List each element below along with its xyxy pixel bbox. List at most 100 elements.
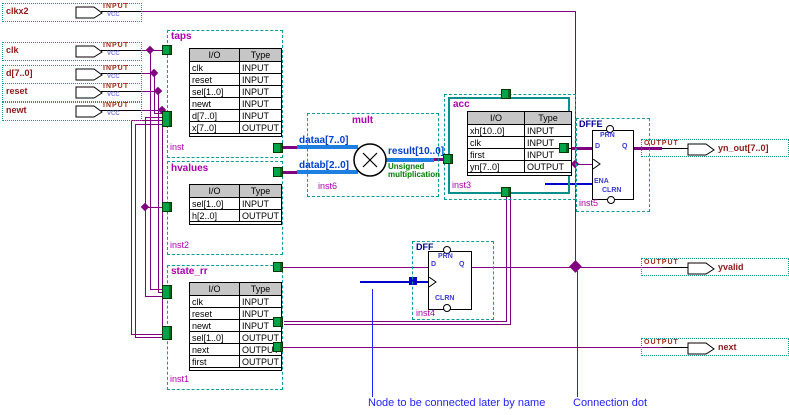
input-pin-reset[interactable]: reset INPUT VCC: [2, 83, 142, 102]
block-title-acc: acc: [453, 99, 470, 110]
dffe-clrn-bubble: [607, 196, 615, 204]
dffe-title: DFFE: [579, 119, 603, 129]
dff-q-label: Q: [459, 261, 465, 268]
output-pin-yvalid[interactable]: OUTPUT yvalid: [641, 258, 789, 276]
wire-acc-to-dffe: [567, 147, 592, 150]
mult-result-label: result[10..0]: [388, 146, 445, 157]
pin-type-label: OUTPUT: [644, 140, 679, 147]
wire-clk-v: [150, 50, 151, 289]
block-taps[interactable]: [167, 30, 283, 158]
table-row: sel[1..0]OUTPUT: [189, 331, 282, 344]
junction-dot: [140, 202, 150, 212]
input-pin-symbol: [75, 86, 103, 99]
junction-dot: [149, 68, 159, 78]
instance-label-taps: inst: [170, 142, 185, 152]
connection-dot[interactable]: [569, 260, 582, 273]
state-rr-tab-next-out[interactable]: [273, 342, 283, 352]
table-row: sel[1..0]INPUT: [189, 85, 282, 98]
dff-d-label: D: [431, 261, 437, 268]
input-pin-symbol: [75, 68, 103, 81]
input-pin-d[interactable]: d[7..0] INPUT VCC: [2, 65, 142, 84]
input-pin-clk[interactable]: clk INPUT VCC: [2, 42, 142, 61]
pin-level-label: VCC: [107, 92, 120, 98]
state-rr-tab-in1[interactable]: [162, 285, 172, 299]
wire-h-to-datab: [281, 171, 298, 174]
wire-next-out: [283, 347, 662, 348]
block-dffe[interactable]: [576, 118, 650, 212]
wire-dffe-clk-stub: [575, 164, 592, 165]
pin-name: yn_out[7..0]: [718, 143, 769, 153]
multiplier-symbol[interactable]: [352, 142, 389, 179]
input-pin-symbol: [75, 105, 103, 118]
dffe-d-label: D: [595, 143, 601, 150]
wire-x-to-dataa: [281, 146, 298, 149]
dffe-ena-label: ENA: [594, 178, 609, 185]
wire-stub: [154, 113, 166, 114]
pin-type-label: OUTPUT: [644, 339, 679, 346]
table-row: yn[7..0]OUTPUT: [467, 160, 572, 173]
hvalues-tab-sel[interactable]: [162, 202, 172, 212]
pin-stub: [662, 347, 688, 348]
result-bus-wire: [386, 158, 434, 162]
taps-tab-clk[interactable]: [162, 45, 172, 55]
wire-clkx2-h: [141, 11, 575, 12]
named-node-square[interactable]: [409, 277, 417, 285]
input-pin-symbol: [75, 6, 103, 19]
state-rr-tab-in2[interactable]: [162, 326, 172, 340]
hvalues-tab-h-out[interactable]: [273, 167, 283, 177]
input-pin-newt[interactable]: newt INPUT VCC: [2, 102, 142, 121]
pin-name: clk: [6, 45, 19, 55]
block-mult[interactable]: [307, 113, 439, 197]
wire-d-v: [154, 73, 155, 113]
dff-prn-label: PRN: [438, 253, 453, 260]
output-pin-yn_out[interactable]: OUTPUT yn_out[7..0]: [641, 139, 789, 157]
wire-reset-v: [158, 91, 159, 292]
table-stub-row: [467, 172, 572, 176]
dffe-prn-bubble: [606, 125, 614, 133]
acc-tab-clk[interactable]: [501, 89, 511, 99]
acc-tab-first[interactable]: [501, 187, 511, 197]
table-row: h[2..0]OUTPUT: [189, 209, 282, 222]
callout-line-dot: [577, 271, 578, 397]
wire-dffe-q: [632, 147, 662, 150]
wire-result-to-acc: [432, 158, 452, 161]
table-header: Type: [239, 48, 282, 62]
output-pin-next[interactable]: OUTPUT next: [641, 338, 789, 356]
acc-tab-xh[interactable]: [443, 154, 453, 164]
pin-name: reset: [6, 86, 28, 96]
state-rr-tab-next[interactable]: [273, 262, 283, 272]
wire-first-v1: [506, 197, 507, 321]
wire-dff-q-yvalid: [470, 267, 662, 268]
datab-bus-wire: [297, 170, 358, 174]
dff-title: DFF: [416, 242, 434, 252]
instance-label-state-rr: inst1: [170, 374, 190, 384]
mult-note-line1: Unsigned: [388, 162, 425, 171]
table-stub-row: [189, 133, 282, 137]
taps-tab-x-out[interactable]: [273, 143, 283, 153]
mult-note-line2: multiplication: [388, 170, 440, 179]
state-rr-tab-first[interactable]: [273, 317, 283, 327]
dffe-q-label: Q: [622, 143, 628, 150]
pin-name: next: [718, 342, 737, 352]
pin-stub: [101, 11, 141, 12]
block-dff[interactable]: [412, 241, 494, 320]
taps-tab-inputs[interactable]: [162, 111, 172, 127]
input-pin-clkx2[interactable]: clkx2 INPUT VCC: [2, 3, 142, 22]
acc-tab-yn-out[interactable]: [559, 143, 569, 153]
table-row: sel[1..0]INPUT: [189, 197, 282, 210]
table-row: x[7..0]OUTPUT: [189, 121, 282, 134]
dffe-clock-triangle: [593, 159, 601, 170]
pin-level-label: VCC: [107, 51, 120, 57]
block-title-taps: taps: [171, 31, 192, 42]
block-title-mult: mult: [352, 115, 374, 126]
